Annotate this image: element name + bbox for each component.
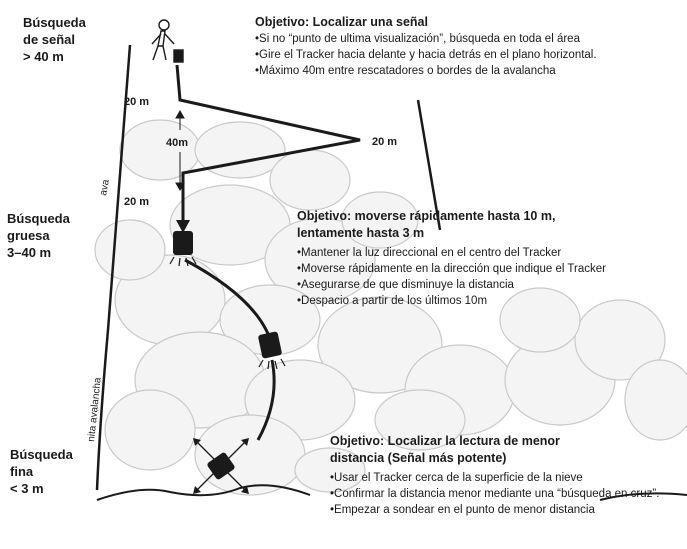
snow-debris	[94, 119, 687, 496]
tracker-icon-coarse	[169, 231, 197, 267]
phase-label-coarse-search: Búsqueda gruesa 3–40 m	[7, 210, 70, 261]
bullet-item: Asegurarse de que disminuye la distancia	[297, 277, 682, 293]
phase-line: de señal	[23, 32, 76, 47]
phase-line: > 40 m	[23, 49, 64, 64]
signal-search-track	[175, 64, 361, 220]
bullet-item: Despacio a partir de los últimos 10m	[297, 293, 682, 309]
bullet-item: Si no “punto de ultima visualización”, b…	[255, 31, 685, 47]
tracker-icon-mid	[258, 331, 286, 370]
distance-indicator-40m	[175, 109, 185, 192]
avalanche-edges	[95, 44, 442, 491]
objective-bullets: Usar el Tracker cerca de la superficie d…	[330, 470, 682, 518]
bullet-item: Mantener la luz direccional en el centro…	[297, 245, 682, 261]
phase-line: Búsqueda	[7, 211, 70, 226]
bullet-item: Moverse rápidamente en la dirección que …	[297, 261, 682, 277]
objective-heading: Objetivo: Localizar una señal	[255, 15, 428, 29]
distance-label-20m-right: 20 m	[372, 136, 397, 148]
bullet-item: Confirmar la distancia menor mediante un…	[330, 486, 682, 502]
avalanche-edge-label-top: ava	[98, 178, 112, 196]
objective-signal-search: Objetivo: Localizar una señal Si no “pun…	[255, 14, 685, 79]
tracker-icon-fine	[193, 438, 249, 494]
objective-heading: Objetivo: Localizar la lectura de menor	[330, 434, 560, 448]
phase-line: Búsqueda	[23, 15, 86, 30]
right-edge-line	[416, 99, 442, 231]
distance-label-20m-top: 20 m	[124, 96, 149, 108]
left-edge-line	[95, 44, 132, 491]
phase-line: Búsqueda	[10, 447, 73, 462]
phase-label-fine-search: Búsqueda fina < 3 m	[10, 446, 73, 497]
objective-bullets: Si no “punto de ultima visualización”, b…	[255, 31, 685, 79]
phase-line: 3–40 m	[7, 245, 52, 260]
bullet-item: Empezar a sondear en el punto de menor d…	[330, 502, 682, 518]
objective-heading: distancia (Señal más potente)	[330, 451, 507, 465]
phase-label-signal-search: Búsqueda de señal > 40 m	[23, 14, 86, 65]
fine-search-curve	[256, 359, 276, 441]
phase-line: gruesa	[7, 228, 50, 243]
bullet-item: Gire el Tracker hacia delante y hacia de…	[255, 47, 685, 63]
path-arrowhead	[176, 220, 190, 233]
objective-heading: Objetivo: moverse rápidamente hasta 10 m…	[297, 209, 556, 223]
objective-coarse-search: Objetivo: moverse rápidamente hasta 10 m…	[297, 208, 682, 309]
distance-label-20m-left: 20 m	[124, 196, 149, 208]
phase-line: fina	[10, 464, 34, 479]
bullet-item: Máximo 40m entre rescatadores o bordes d…	[255, 63, 685, 79]
objective-heading: lentamente hasta 3 m	[297, 226, 425, 240]
distance-label-40m: 40m	[166, 137, 188, 149]
rescuer-icon	[151, 19, 184, 63]
phase-line: < 3 m	[10, 481, 44, 496]
bullet-item: Usar el Tracker cerca de la superficie d…	[330, 470, 682, 486]
objective-bullets: Mantener la luz direccional en el centro…	[297, 245, 682, 309]
objective-fine-search: Objetivo: Localizar la lectura de menor …	[330, 433, 682, 518]
